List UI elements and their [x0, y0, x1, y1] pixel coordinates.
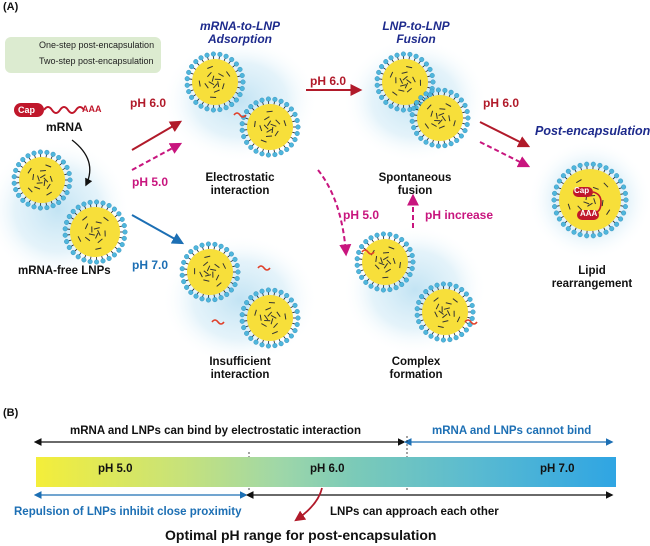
lnp-particle [184, 51, 246, 113]
mrna-free-lnps-label: mRNA-free LNPs [18, 265, 111, 277]
post-encapsulated-mrna [573, 187, 602, 220]
mrna-strand [43, 106, 85, 114]
mrna-cap-label: Cap [18, 105, 36, 115]
mrna-fragments [211, 112, 478, 325]
mrna-label: mRNA [46, 120, 83, 134]
legend-box: One-step post-encapsulation Two-step pos… [5, 37, 161, 73]
panel-b-label: (B) [3, 407, 19, 419]
bar-label-ph50: pH 5.0 [98, 463, 133, 475]
optimal-pointer-arrow [294, 487, 323, 522]
ph60-label-a: pH 6.0 [130, 96, 167, 110]
arrow-dashed-to-post [479, 141, 531, 168]
lnp-particle [11, 149, 73, 211]
ph70-label: pH 7.0 [132, 258, 169, 272]
ph-increase-label: pH increase [425, 208, 494, 222]
lnp-particle [62, 199, 128, 265]
bar-label-ph60: pH 6.0 [310, 463, 345, 475]
lnp-particle [179, 241, 241, 303]
cannot-bind-text: mRNA and LNPs cannot bind [432, 425, 592, 437]
arrow-ph50-to-complex [317, 169, 352, 257]
lnp-particle [414, 281, 476, 343]
post-encapsulation-title: Post-encapsulation [535, 124, 650, 138]
mrna-cap-shape [14, 103, 44, 117]
arrow-ph70-to-insufficient [131, 214, 185, 245]
lnp-particle [354, 231, 416, 293]
mrna-tail-label: AAA [82, 104, 102, 114]
lnp-particle [239, 96, 301, 158]
ph-gradient-bar [36, 457, 616, 487]
ph60-label-b: pH 6.0 [310, 74, 347, 88]
approach-text: LNPs can approach each other [330, 506, 499, 518]
bind-text: mRNA and LNPs can bind by electrostatic … [70, 425, 361, 437]
arrow-ph60-to-adsorption [131, 120, 183, 151]
panel-a-label: (A) [3, 1, 19, 13]
ph50-label-a: pH 5.0 [132, 175, 169, 189]
bar-label-ph70: pH 7.0 [540, 463, 575, 475]
arrow-ph60-to-post [479, 121, 531, 148]
curved-arrow [71, 139, 93, 187]
post-tail-label: AAA [580, 209, 598, 218]
legend-two-step-label: Two-step post-encapsulation [39, 56, 154, 66]
legend-one-step-label: One-step post-encapsulation [39, 40, 155, 50]
lnp-particle [409, 87, 471, 149]
lnp-particle [239, 287, 301, 349]
optimal-ph-text: Optimal pH range for post-encapsulation [165, 527, 437, 543]
ph60-label-c: pH 6.0 [483, 96, 520, 110]
repulsion-text: Repulsion of LNPs inhibit close proximit… [14, 506, 242, 518]
ph50-label-b: pH 5.0 [343, 208, 380, 222]
post-cap-label: Cap [574, 186, 590, 195]
mrna-icon [14, 103, 85, 117]
arrow-ph50-to-adsorption [131, 142, 183, 171]
lnp-particle [551, 161, 629, 239]
lnp-particles [11, 51, 629, 349]
